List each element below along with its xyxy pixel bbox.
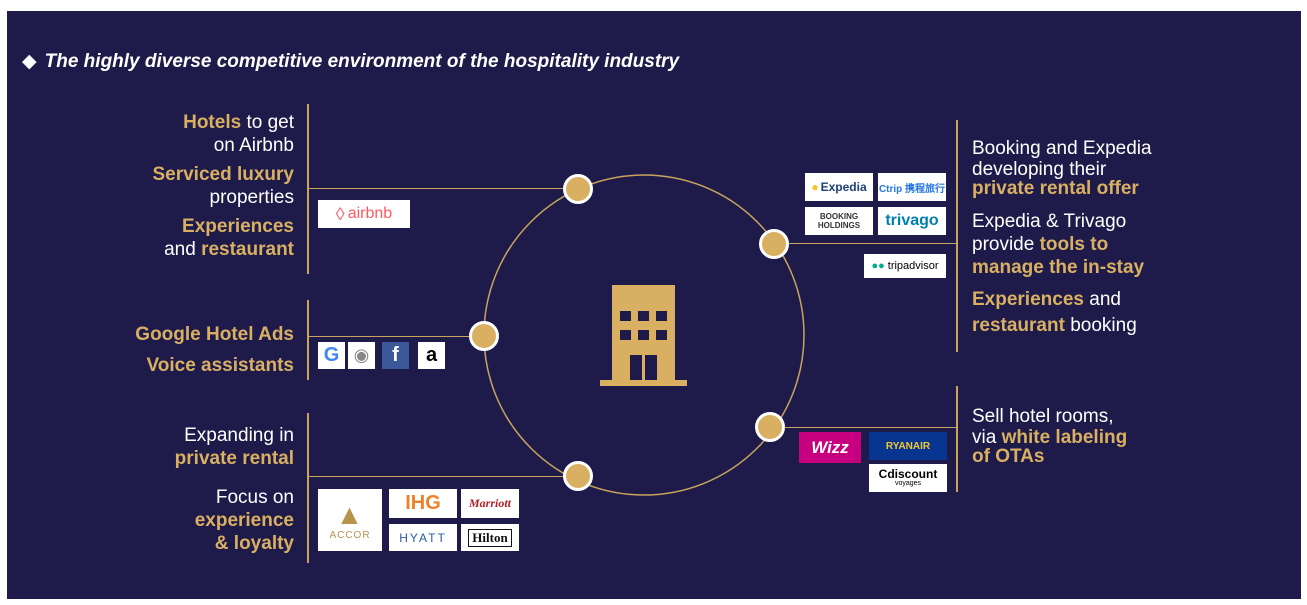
- serviced-label: Serviced luxury: [152, 164, 294, 185]
- trivago-logo: trivago: [878, 207, 946, 235]
- accor-logo: ▲ACCOR: [318, 489, 382, 551]
- right-top-bar: [956, 120, 958, 352]
- restaurant-label: restaurant: [201, 239, 294, 260]
- expedia-logo: ●Expedia: [805, 173, 873, 201]
- experience-label: experience: [194, 510, 294, 531]
- tools-label: tools to: [1039, 234, 1109, 255]
- airbnb-logo: ◊airbnb: [318, 200, 410, 228]
- right-top-text: Booking and Expedia developing their pri…: [972, 137, 1292, 337]
- ryanair-logo: RYANAIR: [869, 432, 947, 460]
- sell-hotel-rooms-text: Sell hotel rooms,: [972, 406, 1114, 427]
- connector-left-bottom: [308, 476, 578, 477]
- connector-left-top: [308, 188, 578, 189]
- title-bullet: ◆: [22, 51, 37, 72]
- booking-text: booking: [1064, 315, 1137, 336]
- hilton-logo: Hilton: [461, 524, 519, 551]
- node-dot-left-top: [563, 174, 593, 204]
- node-dot-right-bottom: [755, 412, 785, 442]
- loyalty-label: & loyalty: [214, 533, 294, 554]
- hotel-building-icon: [600, 285, 687, 386]
- left-bottom-text: Expanding in private rental Focus on exp…: [34, 424, 294, 555]
- hyatt-logo: HYATT: [389, 524, 457, 551]
- left-top-bar: [307, 104, 309, 274]
- left-mid-text: Google Hotel Ads Voice assistants: [34, 323, 294, 377]
- hotels-label: Hotels: [183, 112, 242, 133]
- restaurant-right-label: restaurant: [972, 315, 1065, 336]
- title-row: ◆ The highly diverse competitive environm…: [22, 50, 679, 73]
- amazon-logo: a: [418, 342, 445, 369]
- private-rental-offer-label: private rental offer: [972, 178, 1139, 199]
- and-right: and: [1083, 289, 1121, 310]
- private-rental-label: private rental: [174, 448, 294, 469]
- marriott-logo: Marriott: [461, 489, 519, 518]
- of-otas-label: of OTAs: [972, 446, 1045, 467]
- node-dot-left-bottom: [563, 461, 593, 491]
- and-text: and: [164, 239, 202, 260]
- via-text: via: [972, 427, 1002, 448]
- wizz-logo: Wizz: [799, 432, 861, 463]
- ctrip-logo: Ctrip 携程旅行: [878, 173, 946, 201]
- white-labeling-label: white labeling: [1001, 427, 1128, 448]
- provide-text: provide: [972, 234, 1040, 255]
- manage-label: manage the in-stay: [972, 257, 1145, 278]
- right-bottom-text: Sell hotel rooms, via white labeling of …: [972, 405, 1292, 466]
- connector-right-top: [773, 243, 957, 244]
- voice-assistants-label: Voice assistants: [146, 355, 294, 376]
- diagram-title: The highly diverse competitive environme…: [44, 51, 680, 72]
- right-line2: developing their: [972, 159, 1107, 180]
- tripadvisor-logo: ●●tripadvisor: [864, 254, 946, 278]
- connector-right-bottom: [770, 427, 957, 428]
- apple-logo: ◉: [348, 342, 375, 369]
- booking-holdings-logo: BOOKING HOLDINGS: [805, 207, 873, 235]
- right-bottom-bar: [956, 386, 958, 492]
- hotels-line2: on Airbnb: [213, 135, 294, 156]
- experiences-right-label: Experiences: [972, 289, 1084, 310]
- right-line1: Booking and Expedia: [972, 138, 1152, 159]
- node-dot-left-mid: [469, 321, 499, 351]
- left-mid-bar: [307, 300, 309, 380]
- node-dot-right-top: [759, 229, 789, 259]
- serviced-line2: properties: [209, 187, 295, 208]
- ihg-logo: IHG: [389, 489, 457, 518]
- left-top-text: Hotels to get on Airbnb Serviced luxury …: [34, 111, 294, 261]
- focus-text: Focus on: [215, 487, 294, 508]
- left-bottom-bar: [307, 413, 309, 563]
- expanding-text: Expanding in: [184, 425, 294, 446]
- right-line4: Expedia & Trivago: [972, 211, 1127, 232]
- google-logo: G: [318, 342, 345, 369]
- facebook-logo: f: [382, 342, 409, 369]
- hotels-rest: to get: [241, 112, 294, 133]
- experiences-label: Experiences: [182, 216, 294, 237]
- connector-left-mid: [308, 336, 484, 337]
- google-hotel-ads-label: Google Hotel Ads: [135, 324, 294, 345]
